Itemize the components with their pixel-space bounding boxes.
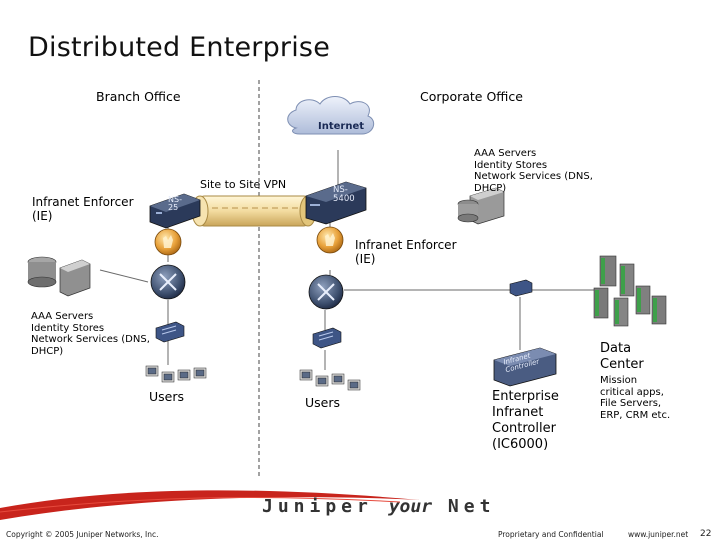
branch-users-label: Users — [149, 389, 185, 404]
branch-aaa-server-icon — [27, 256, 91, 297]
branch-users-icon — [145, 365, 207, 383]
controller-label: Enterprise Infranet Controller (IC6000) — [492, 389, 559, 452]
corporate-aaa-server-icon — [457, 187, 505, 225]
infranet-controller-icon — [493, 347, 557, 387]
datacenter-switch-icon — [509, 279, 533, 297]
internet-label: Internet — [318, 121, 365, 132]
vpn-label: Site to Site VPN — [200, 178, 287, 191]
datacenter-servers-icon — [593, 255, 667, 327]
footer-copyright: Copyright © 2005 Juniper Networks, Inc. — [6, 530, 159, 539]
footer-page-number: 22 — [700, 529, 712, 539]
vpn-tunnel-icon — [191, 195, 317, 227]
branch-switch-icon — [155, 321, 185, 343]
branch-enforcer-label: Infranet Enforcer (IE) — [32, 195, 134, 223]
branch-office-heading: Branch Office — [96, 89, 181, 104]
footer-proprietary: Proprietary and Confidential — [498, 530, 604, 539]
corporate-switch-icon — [312, 327, 342, 349]
slide-title: Distributed Enterprise — [28, 32, 331, 63]
datacenter-label: Data Center — [600, 341, 644, 372]
corporate-firewall-ns5400-icon — [305, 181, 367, 225]
brand-part-b: your — [388, 496, 433, 517]
brand-part-c: Net — [432, 496, 496, 517]
footer-swoosh — [0, 490, 420, 520]
corporate-enforcer-label: Infranet Enforcer (IE) — [355, 238, 457, 266]
datacenter-description: Mission critical apps, File Servers, ERP… — [600, 375, 671, 421]
corporate-firewall-label: NS- 5400 — [333, 185, 355, 204]
branch-enforcer-icon — [154, 228, 182, 256]
corporate-router-icon — [308, 274, 344, 310]
corporate-users-label: Users — [305, 395, 341, 410]
corporate-aaa-label: AAA Servers Identity Stores Network Serv… — [474, 148, 593, 194]
branch-aaa-label: AAA Servers Identity Stores Network Serv… — [31, 311, 150, 357]
branch-router-icon — [150, 264, 186, 300]
branch-firewall-label: NS- 25 — [168, 195, 182, 212]
brand-tagline: Juniper your Net — [262, 496, 495, 517]
brand-part-a: Juniper — [262, 496, 389, 517]
branch-firewall-ns25-icon — [149, 193, 201, 229]
corporate-users-icon — [299, 369, 361, 391]
internet-cloud-icon — [287, 96, 375, 135]
corporate-office-heading: Corporate Office — [420, 89, 523, 104]
footer-website[interactable]: www.juniper.net — [628, 530, 689, 539]
corporate-enforcer-icon — [316, 226, 344, 254]
